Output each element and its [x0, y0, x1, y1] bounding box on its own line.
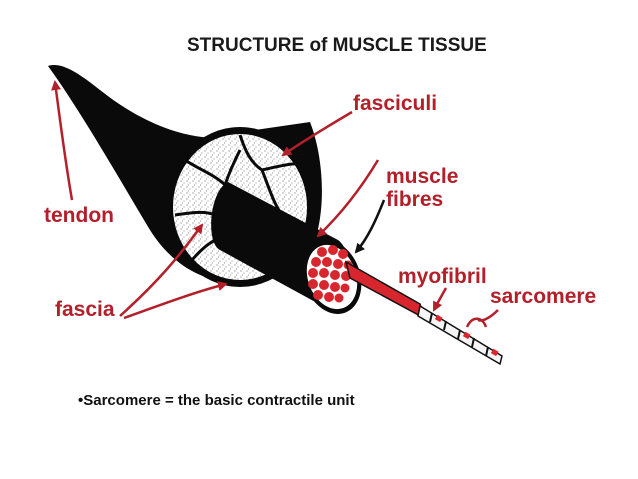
label-fascia: fascia: [55, 298, 115, 321]
label-fibres: fibres: [386, 188, 443, 211]
muscle-fibre-dots: [308, 245, 353, 303]
label-arrows: [51, 80, 499, 328]
arrow-muscle-fibres: [354, 199, 386, 254]
arrow-fascicle: [316, 159, 380, 238]
diagram-title: STRUCTURE of MUSCLE TISSUE: [187, 35, 487, 56]
caption-sarcomere: •Sarcomere = the basic contractile unit: [78, 392, 355, 409]
label-myofibril: myofibril: [398, 265, 487, 288]
label-fasciculi: fasciculi: [353, 92, 437, 115]
arrow-myofibril: [432, 287, 448, 312]
label-tendon: tendon: [44, 204, 114, 227]
label-muscle: muscle: [386, 165, 458, 188]
sarcomere-bracket: [465, 317, 488, 328]
arrow-sarcomere: [477, 309, 499, 322]
arrow-tendon: [51, 80, 74, 201]
arrow-fasciculi: [281, 110, 353, 157]
sarcomere-segments: [434, 314, 499, 357]
sarcomere-bands: [429, 312, 489, 357]
arrow-fascia-2: [123, 281, 228, 320]
label-sarcomere: sarcomere: [490, 285, 596, 308]
arrow-fascia-1: [119, 223, 204, 317]
